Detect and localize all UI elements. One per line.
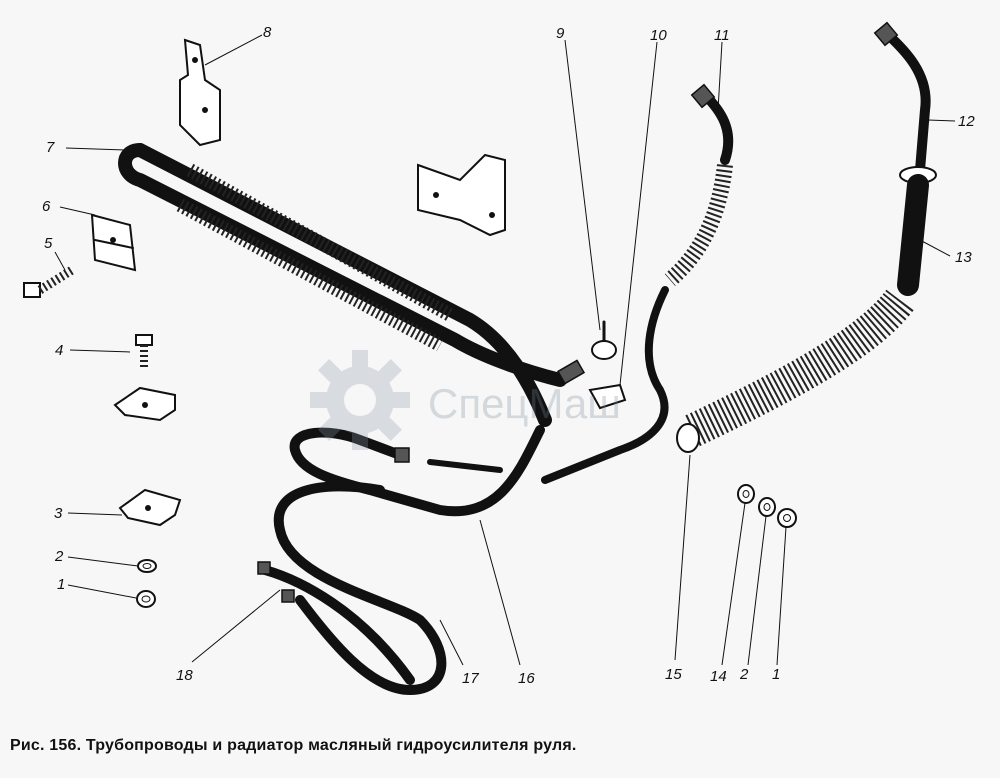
callout-3: 3 (54, 505, 63, 522)
watermark: СпецМаш (300, 340, 720, 460)
callout-7: 7 (46, 139, 55, 156)
pipe-17 (273, 481, 447, 695)
nut-1-left (136, 590, 156, 608)
figure-caption: Рис. 156. Трубопроводы и радиатор маслян… (10, 737, 577, 754)
watermark-text: СпецМаш (428, 380, 621, 427)
clamp-10 (588, 383, 627, 410)
callout-2-left: 2 (54, 548, 64, 565)
bolt-4 (135, 334, 153, 370)
pipe-18 (257, 561, 415, 685)
callout-13: 13 (955, 249, 972, 266)
callout-2-right: 2 (739, 666, 749, 683)
washer-14 (737, 484, 755, 504)
callout-1-right: 1 (772, 666, 780, 683)
bracket-middle (417, 153, 506, 237)
oil-radiator (118, 143, 586, 427)
washer-2-right (758, 497, 776, 517)
clamp-9 (591, 320, 617, 360)
callout-5: 5 (44, 235, 53, 252)
callout-6: 6 (42, 198, 51, 215)
callout-14: 14 (710, 668, 727, 685)
callout-10: 10 (650, 27, 667, 44)
plate-3 (118, 488, 182, 527)
callout-12: 12 (958, 113, 975, 130)
callout-15: 15 (665, 666, 682, 683)
clamp-6 (90, 213, 137, 272)
bracket-8 (179, 38, 221, 147)
nut-1-right (777, 508, 797, 528)
callout-17: 17 (462, 670, 479, 687)
gear-logo-icon (310, 350, 410, 450)
washer-2-left (137, 559, 157, 573)
callout-18: 18 (176, 667, 193, 684)
pipe-16 (289, 425, 545, 517)
callout-4: 4 (55, 342, 63, 359)
callout-labels: 8 9 10 11 12 13 7 6 5 4 3 2 1 18 17 16 1… (42, 24, 975, 687)
callout-8: 8 (263, 24, 272, 41)
callout-9: 9 (556, 25, 565, 42)
pipe-12-hose-13 (676, 21, 937, 453)
hose-11 (541, 83, 734, 484)
callout-11: 11 (714, 27, 730, 44)
callout-1-left: 1 (57, 576, 65, 593)
bolt-5 (23, 266, 75, 298)
mount-plate (113, 386, 176, 422)
callout-16: 16 (518, 670, 535, 687)
parts-diagram: 8 9 10 11 12 13 7 6 5 4 3 2 1 18 17 16 1… (23, 21, 975, 695)
leader-lines (54, 34, 956, 666)
